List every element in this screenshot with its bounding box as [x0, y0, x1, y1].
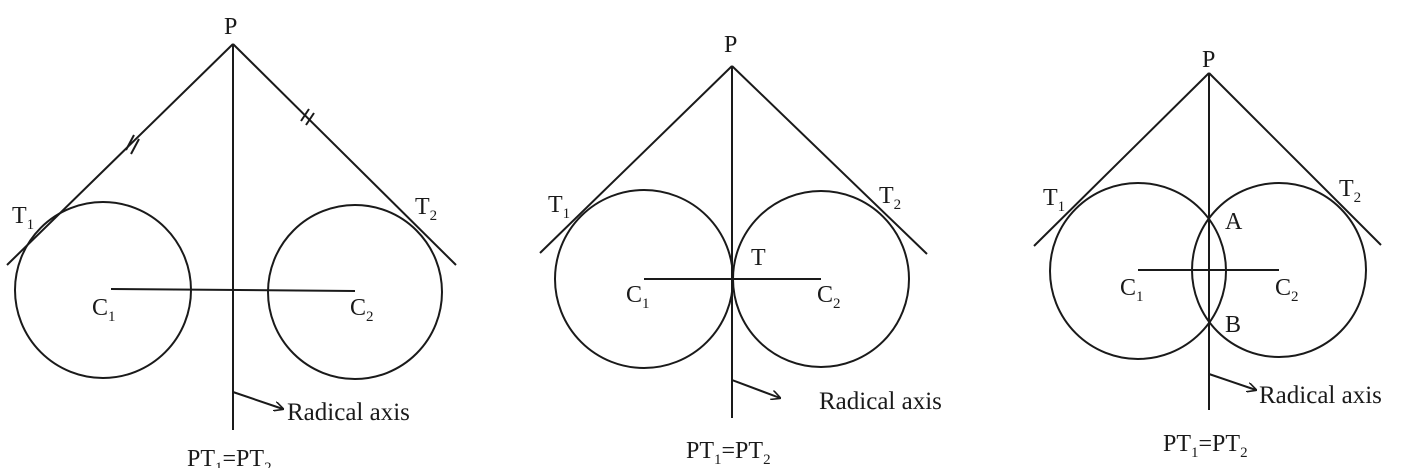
tangent-point-2-label: T2 — [879, 183, 901, 213]
tangent-line-1 — [6, 43, 234, 266]
centre-1-label: C1 — [92, 295, 116, 325]
tangent-line-2 — [731, 65, 928, 255]
tangent-point-2-label: T2 — [415, 194, 437, 224]
centre-2-label: C2 — [817, 282, 841, 312]
centre-2-label: C2 — [1275, 275, 1299, 305]
diagram-separate-circles: P T1 T2 C1 C2 Radical axis PT1=PT2 — [6, 14, 457, 468]
point-p-label: P — [724, 32, 737, 58]
diagram-intersecting-circles: P T1 T2 A B C1 C2 Radical axis PT1=PT2 — [1033, 47, 1382, 461]
tangent-equality-label: PT1=PT2 — [1163, 431, 1248, 461]
centre-1-label: C1 — [626, 282, 650, 312]
axis-pointer-arrow — [1208, 373, 1256, 390]
tangent-line-1 — [539, 65, 733, 254]
tangent-point-1-label: T1 — [548, 192, 570, 222]
tangent-line-2 — [232, 43, 457, 266]
axis-pointer-arrow — [731, 379, 780, 398]
centre-1-label: C1 — [1120, 275, 1144, 305]
intersection-b-label: B — [1225, 312, 1241, 338]
equal-tick-marks-1 — [125, 134, 140, 155]
tangent-equality-label: PT1=PT2 — [187, 446, 272, 468]
tangent-point-1-label: T1 — [12, 203, 34, 233]
radical-axis-label: Radical axis — [819, 388, 942, 415]
circle-2 — [267, 204, 443, 380]
radical-axis-label: Radical axis — [1259, 382, 1382, 409]
tangent-point-1-label: T1 — [1043, 185, 1065, 215]
centre-line — [110, 288, 356, 292]
tangent-point-2-label: T2 — [1339, 176, 1361, 206]
axis-pointer-arrow — [232, 391, 283, 409]
tangent-line-2 — [1208, 72, 1382, 246]
centre-2-label: C2 — [350, 295, 374, 325]
intersection-a-label: A — [1225, 209, 1243, 235]
radical-axis-label: Radical axis — [287, 399, 410, 426]
point-p-label: P — [1202, 47, 1215, 73]
diagram-touching-circles: P T1 T2 T C1 C2 Radical axis PT1=PT2 — [539, 32, 942, 468]
tangent-equality-label: PT1=PT2 — [686, 438, 771, 468]
tangent-line-1 — [1033, 72, 1210, 247]
point-p-label: P — [224, 14, 237, 40]
equal-tick-marks-2 — [300, 108, 315, 126]
contact-point-label: T — [751, 245, 766, 271]
